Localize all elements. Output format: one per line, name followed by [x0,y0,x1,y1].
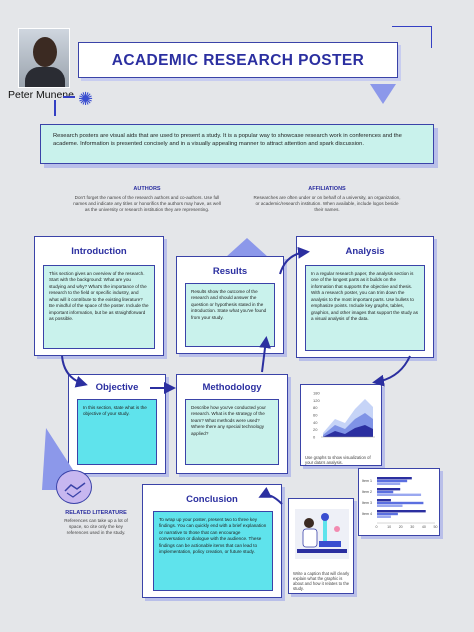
triangle-decor-icon [370,84,396,104]
intro-banner: Research posters are visual aids that ar… [40,124,434,164]
bar-mark [377,501,424,505]
analysis-text: In a regular research paper, the analysi… [311,271,418,321]
bar-x-tick-label: 20 [399,525,403,529]
objective-card: Objective In this section, state what is… [68,374,166,474]
methodology-title: Methodology [202,382,262,393]
area-y-tick-label: 0 [313,435,316,440]
area-y-tick-label: 180 [313,391,320,396]
introduction-text: This section gives an overview of the re… [49,271,149,321]
bar-mark [377,512,398,516]
introduction-body: This section gives an overview of the re… [43,265,155,349]
area-y-tick-label: 40 [313,420,318,425]
methodology-body: Describe how you've conducted your resea… [185,399,279,465]
conclusion-card: Conclusion To wrap up your poster, prese… [142,484,282,598]
bar-chart: Item 1 Item 2 Item 3 Item 4 0 10 20 30 40 50 [362,477,438,529]
bar-mark [377,490,394,494]
figure-card: Write a caption that will clearly explai… [288,498,354,594]
decor-line [54,100,56,116]
author-name: Peter Munene [8,89,74,101]
conclusion-title: Conclusion [186,494,238,505]
bar-x-tick-label: 40 [422,525,426,529]
bar-mark [377,477,412,480]
area-y-tick-label: 60 [313,413,318,418]
figure-caption: Write a caption that will clearly explai… [293,571,350,591]
triangle-decor-icon [226,238,268,257]
bar-mark [377,488,401,491]
authors-text: Don't forget the names of the research a… [73,195,221,213]
objective-title: Objective [95,382,139,393]
arrow-intro-objective [61,355,88,388]
author-photo [18,28,70,88]
bar-x-tick-label: 0 [376,525,378,529]
conclusion-text: To wrap up your poster, present two to t… [159,517,267,555]
area-chart-card: 180 120 80 60 40 20 0 Use graphs to show visua… [300,384,382,466]
authors-section: AUTHORS Don't forget the names of the re… [72,186,222,214]
arrow-analysis-chart [372,355,411,387]
affiliations-section: AFFILIATIONS Researches are often under … [252,186,402,214]
conclusion-body: To wrap up your poster, present two to t… [153,511,273,591]
analysis-title: Analysis [345,246,385,257]
area-y-tick-label: 20 [313,427,318,432]
results-text: Results show the outcome of the research… [191,289,267,320]
methodology-text: Describe how you've conducted your resea… [191,405,266,436]
bar-category-label: Item 4 [362,512,372,516]
arrow-conclusion-figure [258,487,283,505]
title-box: ACADEMIC RESEARCH POSTER [78,42,398,78]
area-y-tick-label: 80 [313,405,318,410]
bar-mark [377,493,422,496]
methodology-card: Methodology Describe how you've conducte… [176,374,288,474]
area-chart-caption: Use graphs to show visualization of your… [305,455,371,465]
results-body: Results show the outcome of the research… [185,283,275,347]
bar-mark [377,479,408,483]
scientist-illustration [295,509,349,559]
objective-body: In this section, state what is the objec… [77,399,157,465]
bar-x-tick-label: 10 [387,525,391,529]
decor-line [63,96,75,98]
bar-category-label: Item 2 [362,490,372,494]
authors-heading: AUTHORS [133,186,161,192]
related-text: References can take up a lot of space, s… [64,518,128,536]
arrow-results-analysis [279,246,310,275]
bar-mark [377,499,391,502]
area-chart: 180 120 80 60 40 20 0 [313,391,375,440]
decor-frame [392,26,432,48]
bar-mark [377,482,401,485]
sun-icon: ✺ [78,89,94,109]
affiliations-text: Researches are often under or on behalf … [253,195,401,213]
area-y-tick-label: 120 [313,398,320,403]
affiliations-heading: AFFILIATIONS [308,186,346,192]
results-title: Results [212,266,248,277]
bar-mark [377,504,403,507]
banner-text: Research posters are visual aids that ar… [53,133,402,148]
introduction-card: Introduction This section gives an overv… [34,236,164,356]
bar-category-label: Item 1 [362,479,372,483]
handshake-icon [56,470,92,504]
results-card: Results Results show the outcome of the … [176,256,284,354]
arrow-methodology-results [259,336,271,373]
bar-category-label: Item 3 [362,501,372,505]
bar-x-tick-label: 50 [434,525,438,529]
objective-text: In this section, state what is the objec… [83,405,147,417]
related-literature-section: RELATED LITERATURE References can take u… [58,510,134,537]
introduction-title: Introduction [71,246,127,257]
bar-mark [377,515,391,518]
analysis-body: In a regular research paper, the analysi… [305,265,425,351]
bar-mark [377,510,426,513]
bar-x-tick-label: 30 [410,525,414,529]
page-title: ACADEMIC RESEARCH POSTER [111,52,365,69]
related-heading: RELATED LITERATURE [65,510,127,516]
bar-chart-card: Item 1 Item 2 Item 3 Item 4 0 10 20 30 40 50 [358,468,440,536]
area-series-1 [323,425,373,437]
analysis-card: Analysis In a regular research paper, th… [296,236,434,358]
